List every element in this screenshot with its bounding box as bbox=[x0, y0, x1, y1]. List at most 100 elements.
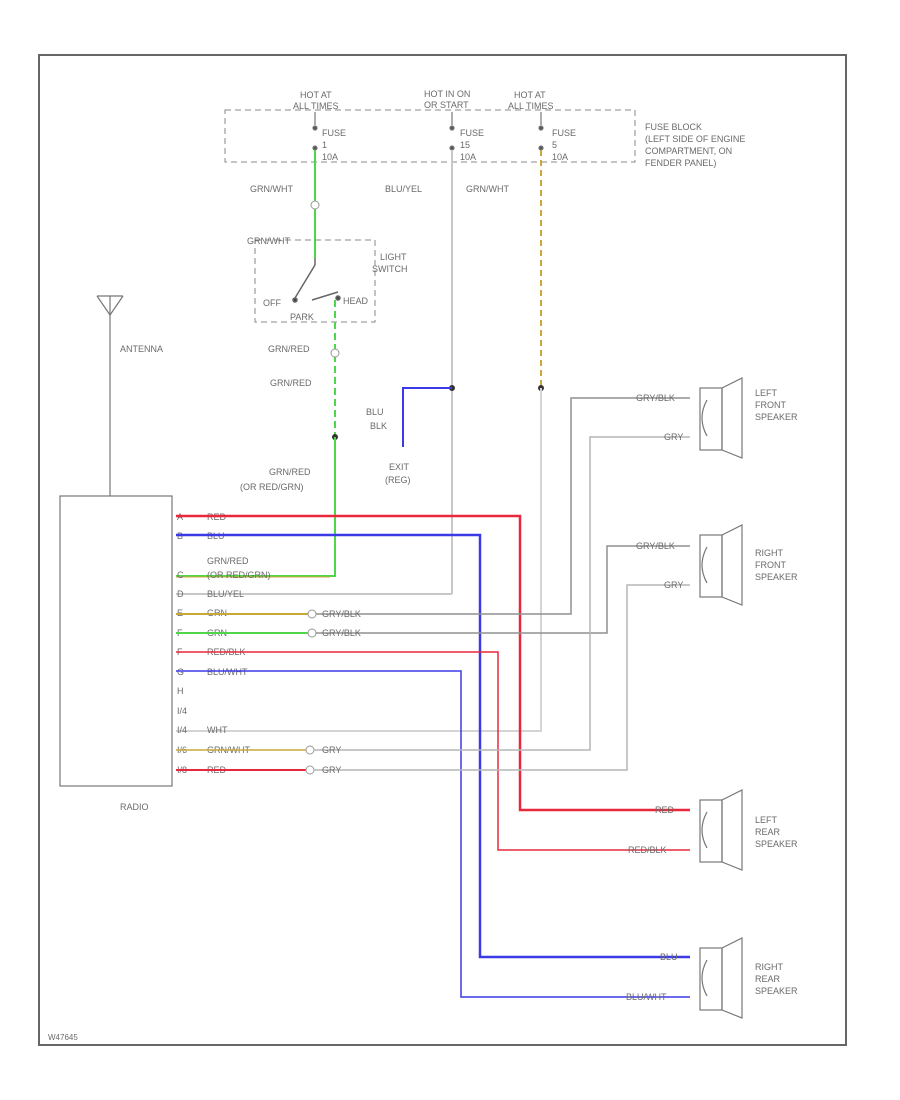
connector-c1 bbox=[310, 200, 320, 210]
svg-text:FUSE: FUSE bbox=[322, 128, 346, 138]
wire-blu-wht-right-rear bbox=[176, 670, 690, 998]
wire-gry-blk-right-front bbox=[316, 545, 690, 634]
svg-text:SPEAKER: SPEAKER bbox=[755, 412, 798, 422]
wire-label-grn-wht-1: GRN/WHT bbox=[250, 184, 293, 194]
svg-text:C: C bbox=[177, 570, 184, 580]
right-front-speaker-label: RIGHT FRONT SPEAKER bbox=[755, 548, 798, 582]
svg-text:REAR: REAR bbox=[755, 974, 781, 984]
svg-text:SPEAKER: SPEAKER bbox=[755, 986, 798, 996]
wire-label-grn-red-1: GRN/RED bbox=[268, 344, 310, 354]
fuse-5-hot-label: HOT AT ALL TIMES bbox=[508, 90, 554, 111]
svg-text:(REG): (REG) bbox=[385, 475, 411, 485]
svg-text:COMPARTMENT, ON: COMPARTMENT, ON bbox=[645, 146, 732, 156]
svg-text:EXIT: EXIT bbox=[389, 462, 410, 472]
wire-label-or-red-grn: (OR RED/GRN) bbox=[240, 482, 304, 492]
left-rear-speaker-label: LEFT REAR SPEAKER bbox=[755, 815, 798, 849]
svg-text:REAR: REAR bbox=[755, 827, 781, 837]
radio-box bbox=[59, 495, 173, 787]
svg-text:GRN/RED: GRN/RED bbox=[207, 556, 249, 566]
svg-text:I/4: I/4 bbox=[177, 706, 187, 716]
wire-wht-to-radio bbox=[176, 388, 542, 732]
svg-text:LEFT: LEFT bbox=[755, 388, 778, 398]
wire-label-blu-yel: BLU/YEL bbox=[385, 184, 422, 194]
svg-text:FUSE: FUSE bbox=[460, 128, 484, 138]
svg-text:OR START: OR START bbox=[424, 100, 469, 110]
svg-text:SPEAKER: SPEAKER bbox=[755, 572, 798, 582]
wire-ground-blu-blk bbox=[402, 387, 452, 447]
radio-label: RADIO bbox=[120, 802, 149, 812]
ground-point-label: EXIT (REG) bbox=[385, 462, 411, 485]
antenna-label: ANTENNA bbox=[120, 344, 163, 354]
lr-wire1-label: RED bbox=[655, 805, 675, 815]
diagram-id: W47645 bbox=[48, 1033, 78, 1042]
light-switch-contacts bbox=[292, 258, 341, 303]
svg-text:FRONT: FRONT bbox=[755, 400, 786, 410]
lf-wire2-label: GRY bbox=[664, 432, 683, 442]
fuse-15-hot-label: HOT IN ON OR START bbox=[424, 89, 470, 110]
svg-text:I/4: I/4 bbox=[177, 725, 187, 735]
wire-label-grn-wht-2: GRN/WHT bbox=[466, 184, 509, 194]
left-front-speaker-label: LEFT FRONT SPEAKER bbox=[755, 388, 798, 422]
svg-text:HOT IN ON: HOT IN ON bbox=[424, 89, 470, 99]
svg-text:LEFT: LEFT bbox=[755, 815, 778, 825]
radio-pin-labels: A RED B BLU GRN/RED C (OR RED/GRN) D BLU… bbox=[177, 512, 271, 775]
svg-text:10A: 10A bbox=[322, 152, 338, 162]
wire-label-grn-red-2: GRN/RED bbox=[270, 378, 312, 388]
svg-text:HOT AT: HOT AT bbox=[514, 90, 546, 100]
svg-text:FUSE: FUSE bbox=[552, 128, 576, 138]
wire-gry-right-front bbox=[314, 584, 690, 771]
splice-label-e: GRY/BLK bbox=[322, 609, 361, 619]
light-switch-label: LIGHT SWITCH bbox=[372, 252, 408, 274]
svg-text:10A: 10A bbox=[552, 152, 568, 162]
rf-wire1-label: GRY/BLK bbox=[636, 541, 675, 551]
diagram-border bbox=[38, 54, 847, 1046]
svg-text:FUSE BLOCK: FUSE BLOCK bbox=[645, 122, 702, 132]
fuse-symbols bbox=[312, 112, 544, 151]
speaker-right-rear-icon bbox=[699, 937, 743, 1019]
svg-text:D: D bbox=[177, 589, 184, 599]
svg-text:HOT AT: HOT AT bbox=[300, 90, 332, 100]
wire-blu-b-right-rear bbox=[176, 533, 690, 959]
wire-gry-left-front bbox=[314, 436, 690, 751]
svg-text:SPEAKER: SPEAKER bbox=[755, 839, 798, 849]
wire-red-a-left-rear bbox=[176, 514, 690, 812]
splice-label-f: GRY/BLK bbox=[322, 628, 361, 638]
wire-grn-red-to-radio bbox=[176, 437, 336, 577]
right-rear-speaker-label: RIGHT REAR SPEAKER bbox=[755, 962, 798, 996]
svg-text:LIGHT: LIGHT bbox=[380, 252, 407, 262]
antenna-icon bbox=[96, 295, 124, 496]
svg-text:1: 1 bbox=[322, 140, 327, 150]
svg-text:H: H bbox=[177, 686, 184, 696]
svg-text:FENDER PANEL): FENDER PANEL) bbox=[645, 158, 716, 168]
lr-wire2-label: RED/BLK bbox=[628, 845, 667, 855]
switch-park-label: PARK bbox=[290, 312, 314, 322]
fuse-15-label: FUSE 15 10A bbox=[460, 128, 484, 162]
svg-text:15: 15 bbox=[460, 140, 470, 150]
light-switch-input-wire: GRN/WHT bbox=[247, 236, 290, 246]
svg-text:10A: 10A bbox=[460, 152, 476, 162]
svg-text:BLK: BLK bbox=[370, 421, 387, 431]
svg-text:FRONT: FRONT bbox=[755, 560, 786, 570]
svg-text:5: 5 bbox=[552, 140, 557, 150]
fuse-block-box bbox=[224, 109, 636, 163]
wire-red-blk-left-rear bbox=[176, 651, 690, 851]
ground-wire-label: BLU BLK bbox=[366, 407, 387, 431]
switch-off-label: OFF bbox=[263, 298, 281, 308]
svg-text:G: G bbox=[177, 667, 184, 677]
rr-wire1-label: BLU bbox=[660, 952, 678, 962]
fuse-block-description: FUSE BLOCK (LEFT SIDE OF ENGINE COMPARTM… bbox=[645, 122, 745, 168]
lf-wire1-label: GRY/BLK bbox=[636, 393, 675, 403]
wire-label-grn-red-3: GRN/RED bbox=[269, 467, 311, 477]
svg-text:BLU/YEL: BLU/YEL bbox=[207, 589, 244, 599]
fuse-1-label: FUSE 1 10A bbox=[322, 128, 346, 162]
connector-c2 bbox=[330, 348, 340, 358]
speaker-right-front-icon bbox=[699, 524, 743, 606]
speaker-left-rear-icon bbox=[699, 789, 743, 871]
connector-i8 bbox=[305, 765, 315, 775]
switch-head-label: HEAD bbox=[343, 296, 369, 306]
rr-wire2-label: BLU/WHT bbox=[626, 992, 667, 1002]
splice-label-i6: GRY bbox=[322, 745, 341, 755]
splice-label-i8: GRY bbox=[322, 765, 341, 775]
speaker-left-front-icon bbox=[699, 377, 743, 459]
